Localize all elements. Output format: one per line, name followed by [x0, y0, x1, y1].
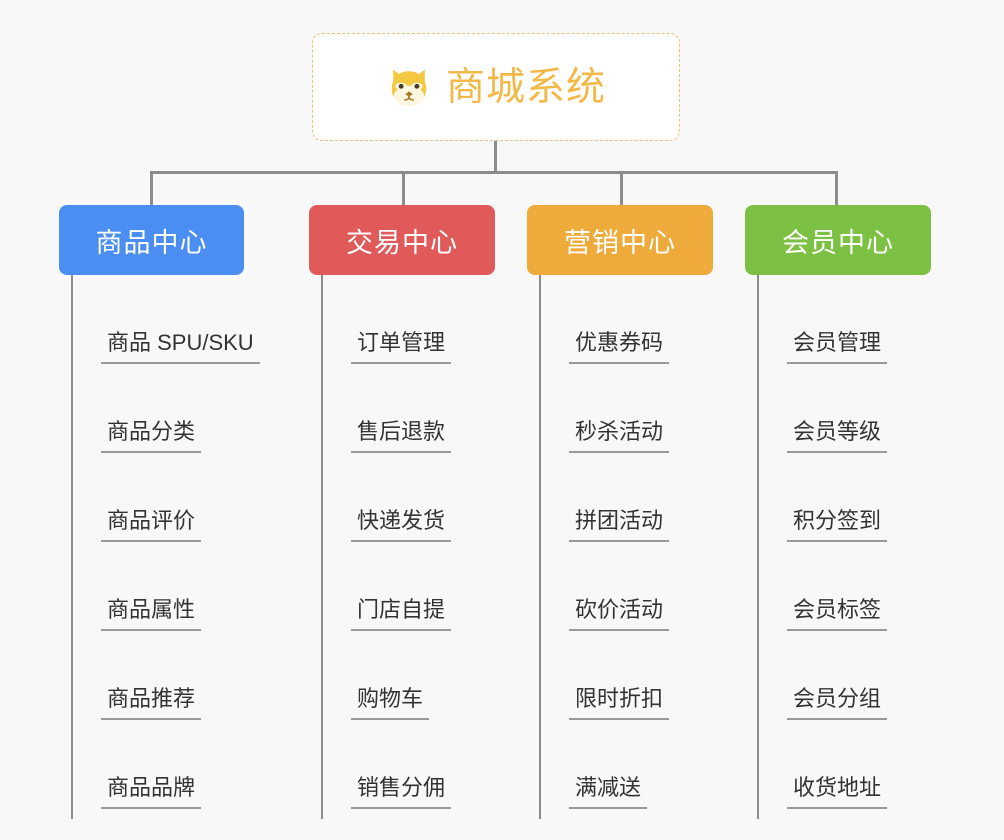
branch-trunk-line: [321, 275, 323, 819]
leaf-label: 积分签到: [787, 507, 888, 542]
leaf-label: 商品属性: [101, 596, 202, 631]
leaf-label: 订单管理: [351, 329, 452, 364]
leaf-label: 快递发货: [351, 507, 452, 542]
leaf-label: 满减送: [569, 774, 648, 809]
leaf-label: 门店自提: [351, 596, 452, 631]
leaf-label: 拼团活动: [569, 507, 670, 542]
branch-trunk-line: [539, 275, 541, 819]
branch-header-button[interactable]: 营销中心: [527, 205, 713, 275]
leaf-label: 会员分组: [787, 685, 888, 720]
leaf-label: 售后退款: [351, 418, 452, 453]
connector-root-stem: [494, 141, 497, 173]
leaf-label: 商品分类: [101, 418, 202, 453]
branch-header-button[interactable]: 会员中心: [745, 205, 931, 275]
branch-商品中心: 商品中心 商品 SPU/SKU 商品分类 商品评价 商品属性 商品推荐 商品品牌: [59, 205, 260, 819]
leaf-label: 会员等级: [787, 418, 888, 453]
connector-drop-交易中心: [402, 171, 405, 207]
leaf-label: 会员标签: [787, 596, 888, 631]
shiba-dog-face-icon: [386, 64, 432, 110]
branch-trunk-line: [757, 275, 759, 819]
connector-drop-营销中心: [620, 171, 623, 207]
leaf-label: 商品评价: [101, 507, 202, 542]
branch-会员中心: 会员中心 会员管理 会员等级 积分签到 会员标签 会员分组 收货地址: [745, 205, 931, 819]
root-title: 商城系统: [445, 65, 606, 109]
branch-交易中心: 交易中心 订单管理 售后退款 快递发货 门店自提 购物车 销售分佣: [309, 205, 495, 819]
leaf-label: 限时折扣: [569, 685, 670, 720]
branch-header-button[interactable]: 交易中心: [309, 205, 495, 275]
connector-drop-会员中心: [835, 171, 838, 207]
leaf-label: 商品 SPU/SKU: [101, 329, 260, 364]
leaf-label: 砍价活动: [569, 596, 670, 631]
leaf-label: 优惠券码: [569, 329, 670, 364]
connector-horizontal-bus: [150, 171, 838, 174]
leaf-label: 会员管理: [787, 329, 888, 364]
connector-drop-商品中心: [150, 171, 153, 207]
leaf-label: 销售分佣: [351, 774, 452, 809]
branch-营销中心: 营销中心 优惠券码 秒杀活动 拼团活动 砍价活动 限时折扣 满减送: [527, 205, 713, 819]
root-node[interactable]: 商城系统: [312, 33, 680, 141]
leaf-label: 购物车: [351, 685, 430, 720]
leaf-label: 收货地址: [787, 774, 888, 809]
leaf-label: 秒杀活动: [569, 418, 670, 453]
leaf-label: 商品品牌: [101, 774, 202, 809]
branch-header-button[interactable]: 商品中心: [59, 205, 244, 275]
leaf-label: 商品推荐: [101, 685, 202, 720]
branch-trunk-line: [71, 275, 73, 819]
